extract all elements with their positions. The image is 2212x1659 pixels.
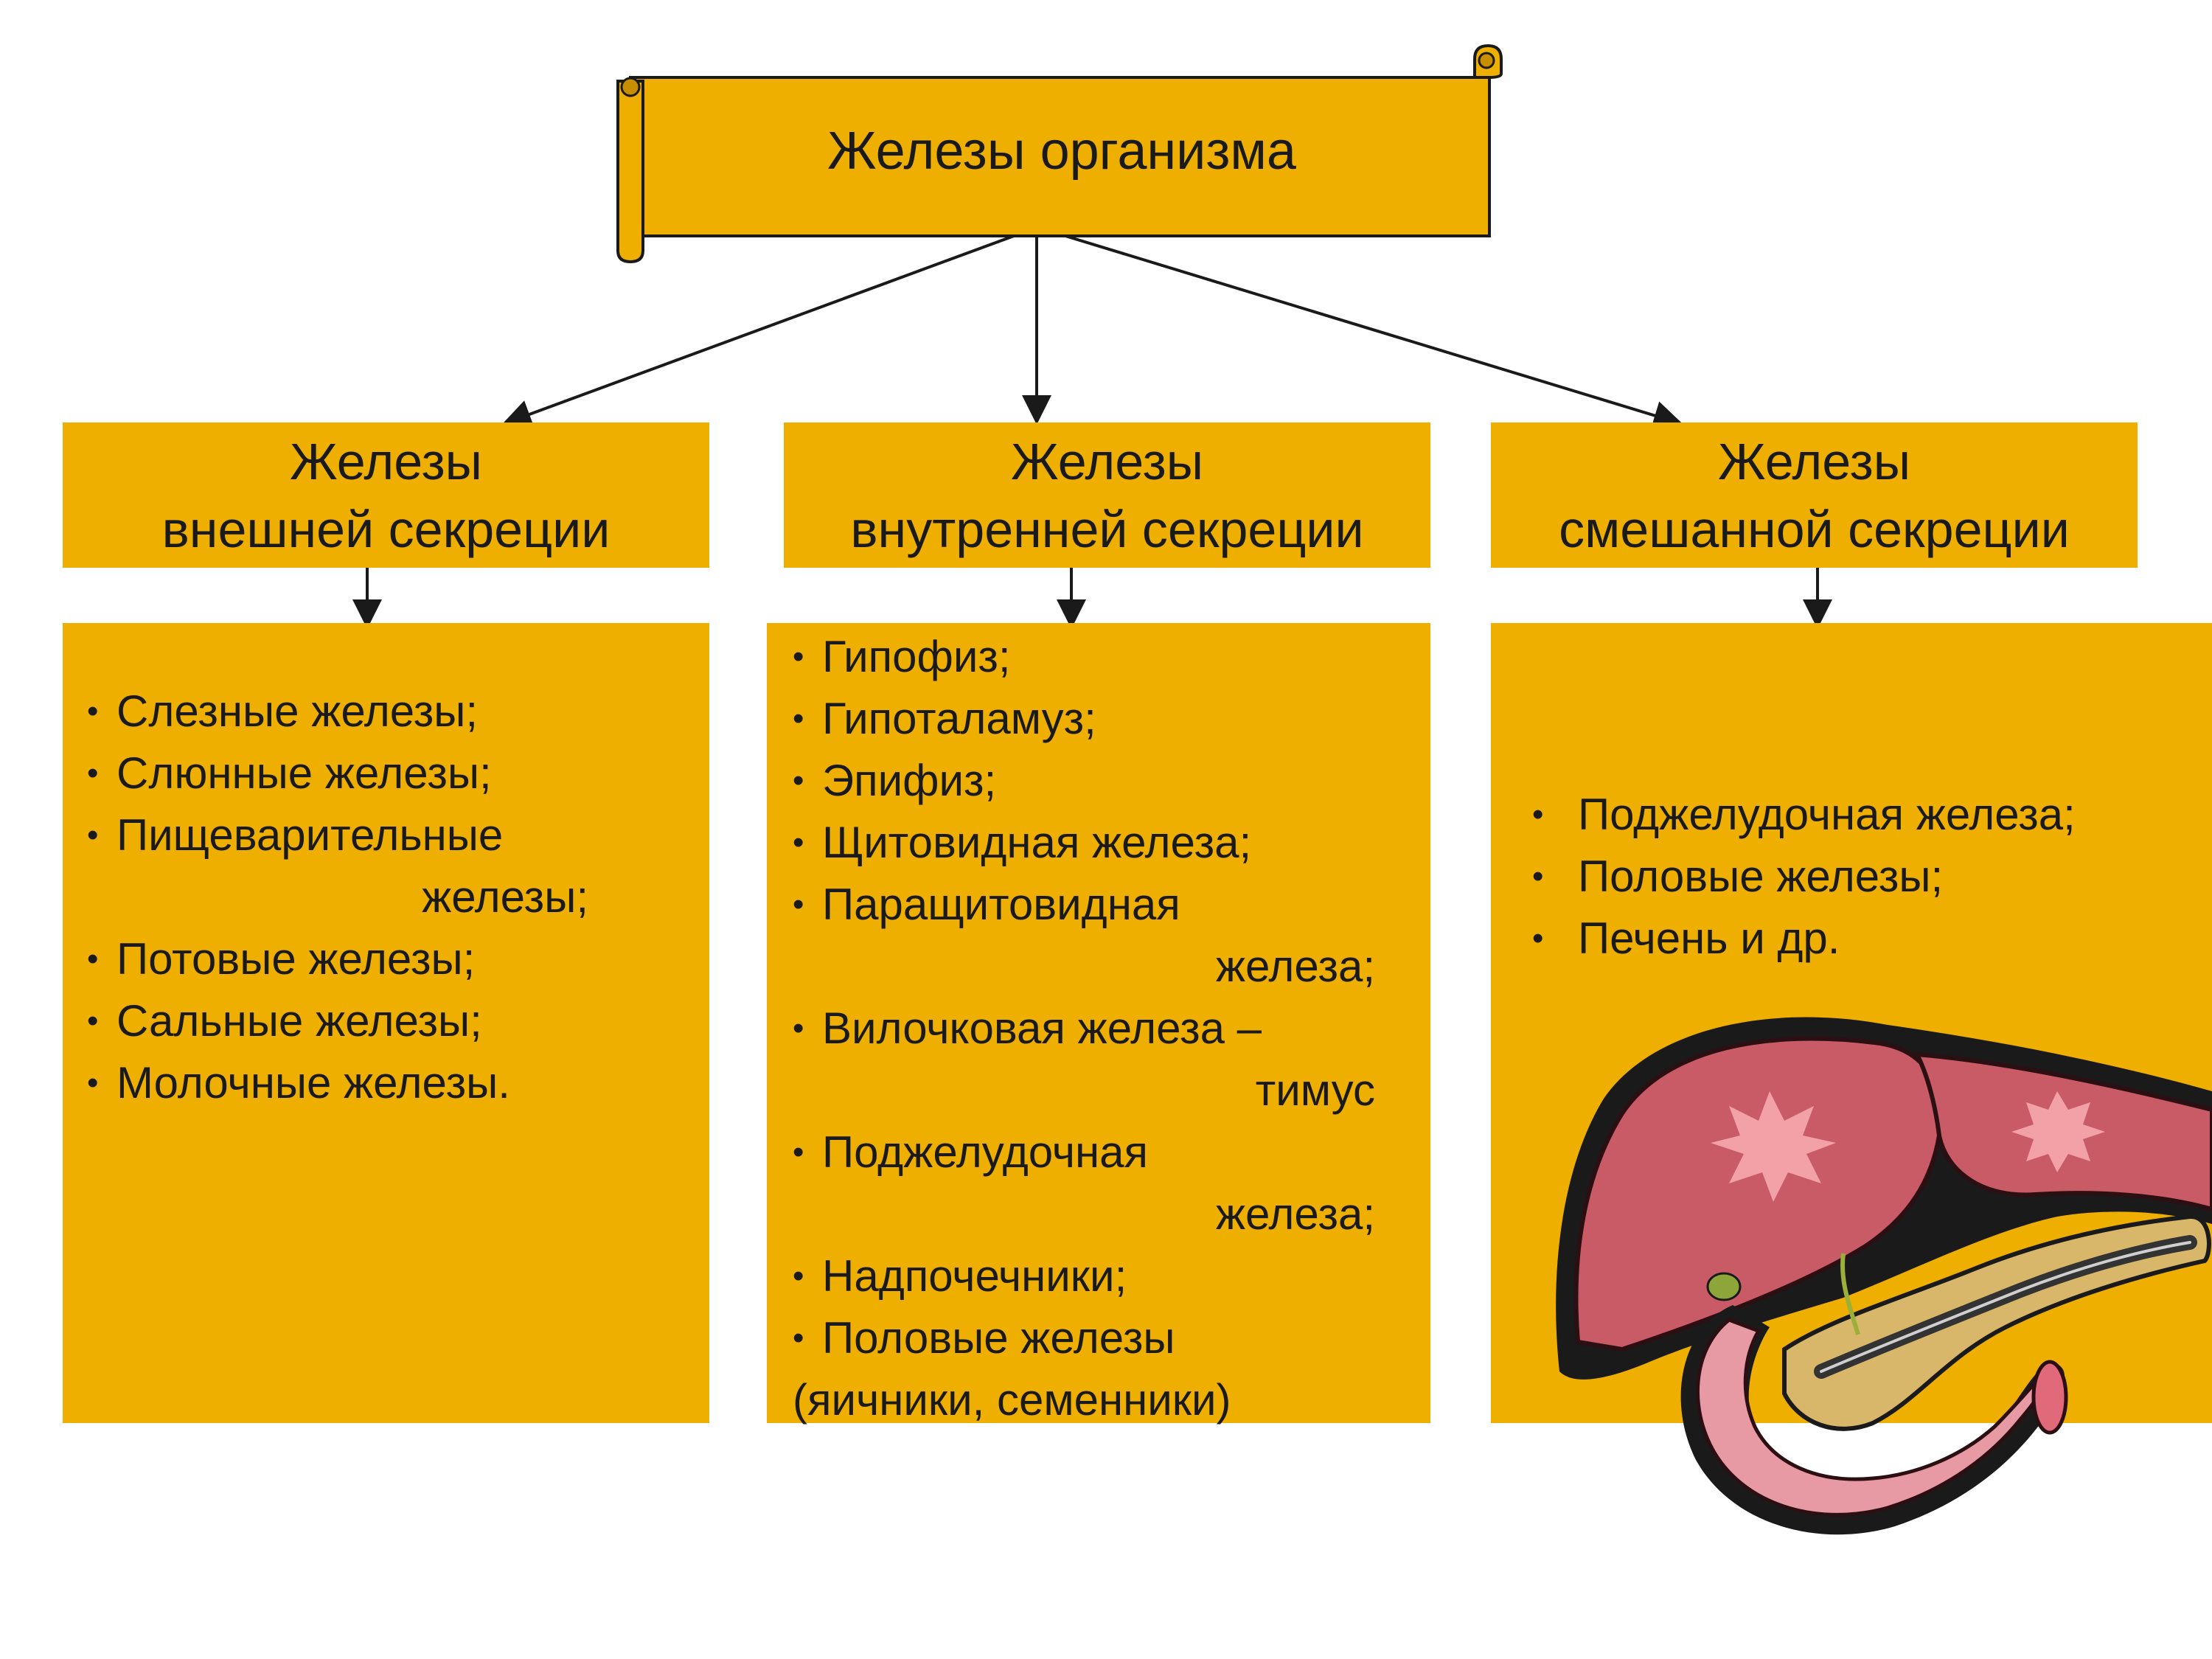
title-scroll bbox=[616, 44, 1503, 264]
list-item: Печень и др. bbox=[1532, 908, 2196, 970]
list-item: Поджелудочная железа; bbox=[1532, 784, 2196, 846]
endocrine-list: Гипофиз; Гипоталамуз; Эпифиз; Щитовидная… bbox=[793, 626, 1375, 1431]
arrow-to-exocrine bbox=[501, 234, 1015, 428]
list-item: Слюнные железы; bbox=[87, 742, 588, 804]
header-endocrine: Железы внутренней секреции bbox=[784, 422, 1430, 568]
header-mixed-line1: Железы bbox=[1717, 432, 1911, 490]
list-item: Гипоталамуз; bbox=[793, 688, 1375, 750]
header-endocrine-line1: Железы bbox=[1010, 432, 1204, 490]
list-item: Молочные железы. bbox=[87, 1052, 588, 1114]
list-item: Половые железы; bbox=[1532, 846, 2196, 908]
list-item: Эпифиз; bbox=[793, 750, 1375, 812]
list-item: Половые железы(яичники, семенники) bbox=[793, 1307, 1375, 1431]
header-mixed: Железы смешанной секреции bbox=[1491, 422, 2138, 568]
list-item: Потовые железы; bbox=[87, 928, 588, 990]
header-endocrine-line2: внутренней секреции bbox=[850, 500, 1364, 558]
connector-arrows bbox=[352, 234, 1832, 629]
list-item: Гипофиз; bbox=[793, 626, 1375, 688]
list-item: Надпочечники; bbox=[793, 1245, 1375, 1307]
header-exocrine-line1: Железы bbox=[289, 432, 482, 490]
diagram-title: Железы организма bbox=[827, 122, 1296, 181]
list-item: Слезные железы; bbox=[87, 681, 588, 742]
list-item: Щитовидная железа; bbox=[793, 812, 1375, 874]
arrow-to-mixed bbox=[1065, 234, 1683, 430]
header-exocrine-line2: внешней секреции bbox=[161, 500, 611, 558]
list-item: Вилочковая железа –тимус bbox=[793, 998, 1375, 1121]
pancreas-icon bbox=[1680, 1214, 2211, 1535]
header-mixed-line2: смешанной секреции bbox=[1559, 500, 2070, 558]
list-item: Сальные железы; bbox=[87, 990, 588, 1052]
mixed-list: Поджелудочная железа; Половые железы; Пе… bbox=[1532, 784, 2196, 970]
liver-icon bbox=[1556, 1017, 2212, 1380]
header-exocrine: Железы внешней секреции bbox=[63, 422, 709, 568]
exocrine-list: Слезные железы; Слюнные железы; Пищевари… bbox=[87, 681, 588, 1114]
